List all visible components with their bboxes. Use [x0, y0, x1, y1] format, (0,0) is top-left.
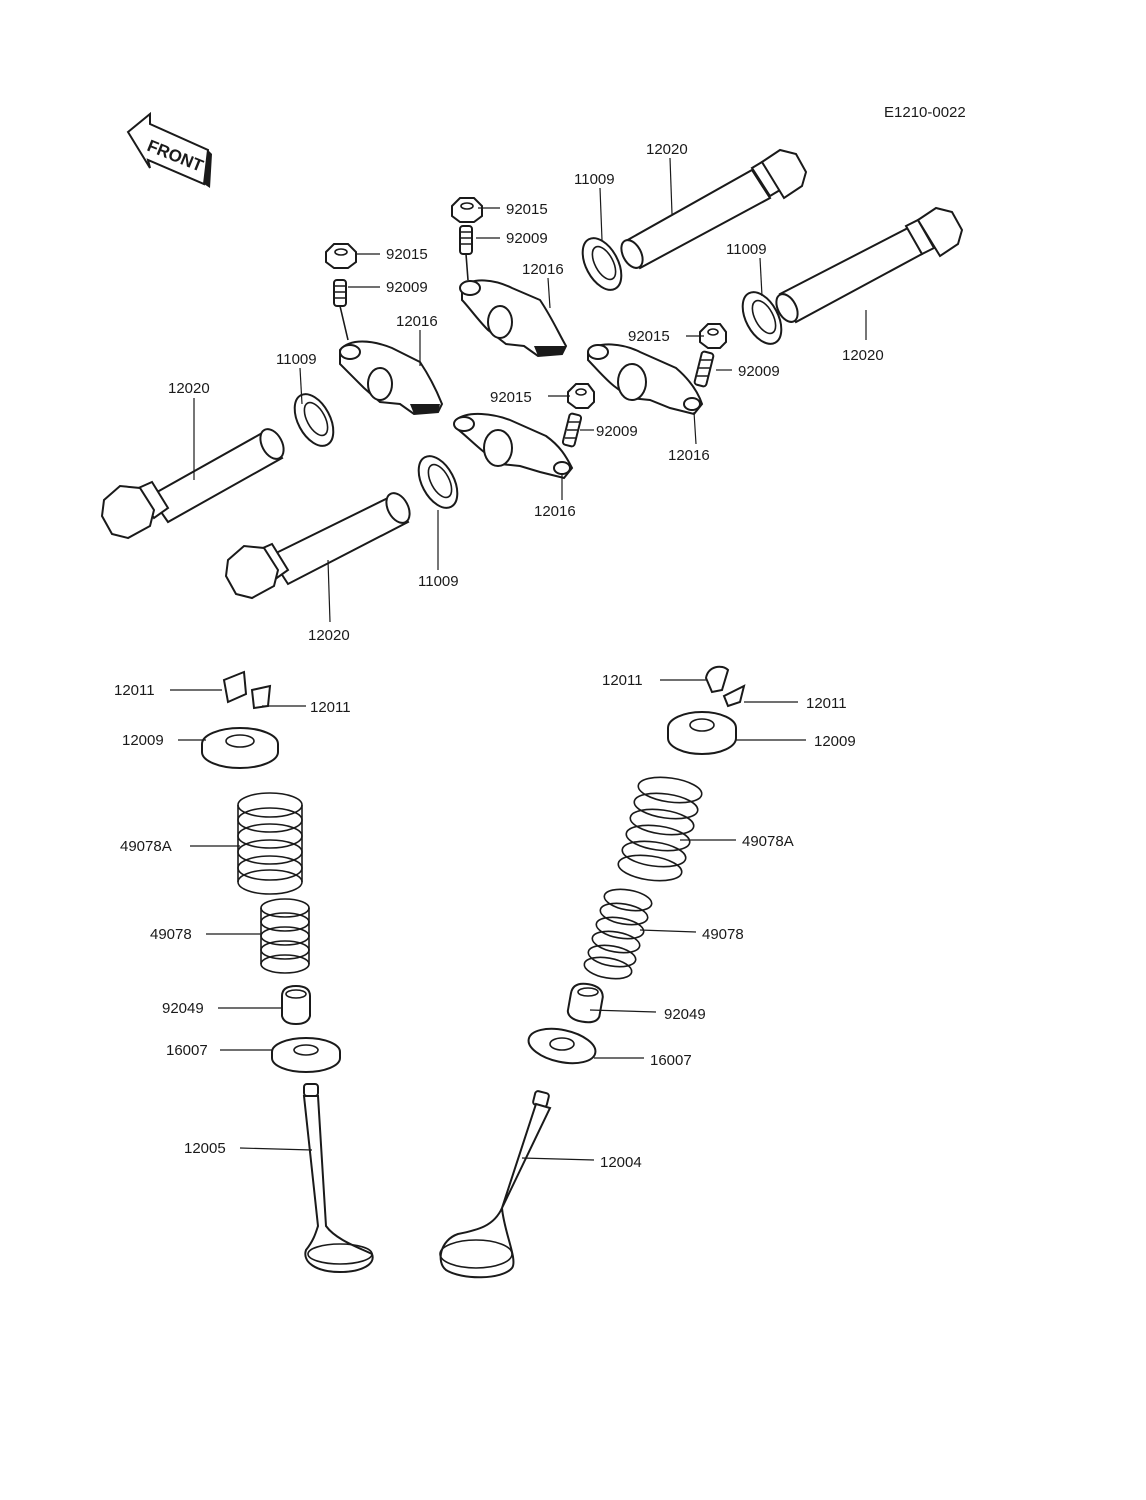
rocker-shaft-left [100, 428, 285, 540]
label-92049-left: 92049 [162, 1000, 204, 1017]
rocker-arm-b [459, 279, 568, 358]
front-arrow-icon: FRONT [126, 111, 212, 188]
diagram-code: E1210-0022 [884, 104, 966, 121]
spring-seat-right [527, 1027, 597, 1065]
label-49078a-left: 49078A [120, 838, 172, 855]
label-12011-right-a: 12011 [602, 672, 643, 689]
label-92015-b: 92015 [506, 201, 548, 218]
label-92009-d: 92009 [596, 423, 638, 440]
label-92009-a: 92009 [386, 279, 428, 296]
label-12016-a: 12016 [396, 313, 438, 330]
inner-spring-right [583, 888, 653, 980]
label-49078-left: 49078 [150, 926, 192, 943]
label-12020-center: 12020 [308, 627, 350, 644]
label-92009-b: 92009 [506, 230, 548, 247]
lock-nut-d [567, 383, 595, 409]
label-92015-d: 92015 [490, 389, 532, 406]
label-12020-left: 12020 [168, 380, 210, 397]
label-16007-left: 16007 [166, 1042, 208, 1059]
label-11009-center: 11009 [418, 573, 459, 590]
label-49078-right: 49078 [702, 926, 744, 943]
inner-spring-left [260, 898, 310, 974]
label-11009-left: 11009 [276, 351, 317, 368]
spring-retainer-right [667, 711, 737, 755]
label-12016-d: 12016 [534, 503, 576, 520]
label-12011-right-b: 12011 [806, 695, 847, 712]
cotter-right [704, 665, 746, 708]
label-12005: 12005 [184, 1140, 226, 1157]
adjust-screw-b [459, 225, 473, 281]
spring-seat-left [271, 1037, 341, 1073]
shaft-washer-top [581, 237, 623, 291]
spring-retainer-left [201, 727, 279, 769]
label-12020-top-center: 12020 [646, 141, 688, 158]
rocker-arm-c [587, 343, 704, 416]
rocker-arm-a [339, 340, 444, 416]
adjust-screw-a [333, 279, 349, 341]
label-12004: 12004 [600, 1154, 642, 1171]
cotter-left [222, 670, 272, 710]
valve-seal-right [566, 982, 604, 1024]
lock-nut-a [325, 243, 357, 269]
label-11009-top-center: 11009 [574, 171, 615, 188]
valve-seal-left [281, 984, 311, 1026]
shaft-washer-center [417, 455, 459, 509]
rocker-arm-d [453, 413, 574, 480]
shaft-washer-right [741, 291, 783, 345]
intake-valve-right [439, 1090, 552, 1279]
rocker-shaft-top-right [775, 206, 964, 324]
label-92009-c: 92009 [738, 363, 780, 380]
label-49078a-right: 49078A [742, 833, 794, 850]
shaft-washer-left [293, 393, 335, 447]
exhaust-valve-left [302, 1083, 374, 1274]
part-labels: 12020 11009 92015 92009 92015 92009 1201… [114, 141, 884, 1171]
rocker-shaft-center [224, 492, 411, 600]
label-12011-left-a: 12011 [114, 682, 155, 699]
label-12009-left: 12009 [122, 732, 164, 749]
label-12009-right: 12009 [814, 733, 856, 750]
leader-lines [170, 157, 867, 1161]
label-12016-c: 12016 [668, 447, 710, 464]
label-92015-c: 92015 [628, 328, 670, 345]
label-12011-left-b: 12011 [310, 699, 351, 716]
label-16007-right: 16007 [650, 1052, 692, 1069]
rocker-shaft-top-center [620, 148, 808, 270]
adjust-screw-d [561, 412, 583, 448]
label-12016-b: 12016 [522, 261, 564, 278]
adjust-screw-c [693, 350, 715, 388]
label-12020-top-right: 12020 [842, 347, 884, 364]
label-92015-a: 92015 [386, 246, 428, 263]
outer-spring-left [237, 792, 303, 895]
outer-spring-right [617, 776, 703, 882]
label-92049-right: 92049 [664, 1006, 706, 1023]
label-11009-top-right: 11009 [726, 241, 767, 258]
lock-nut-b [451, 197, 483, 223]
lock-nut-c [699, 323, 727, 349]
